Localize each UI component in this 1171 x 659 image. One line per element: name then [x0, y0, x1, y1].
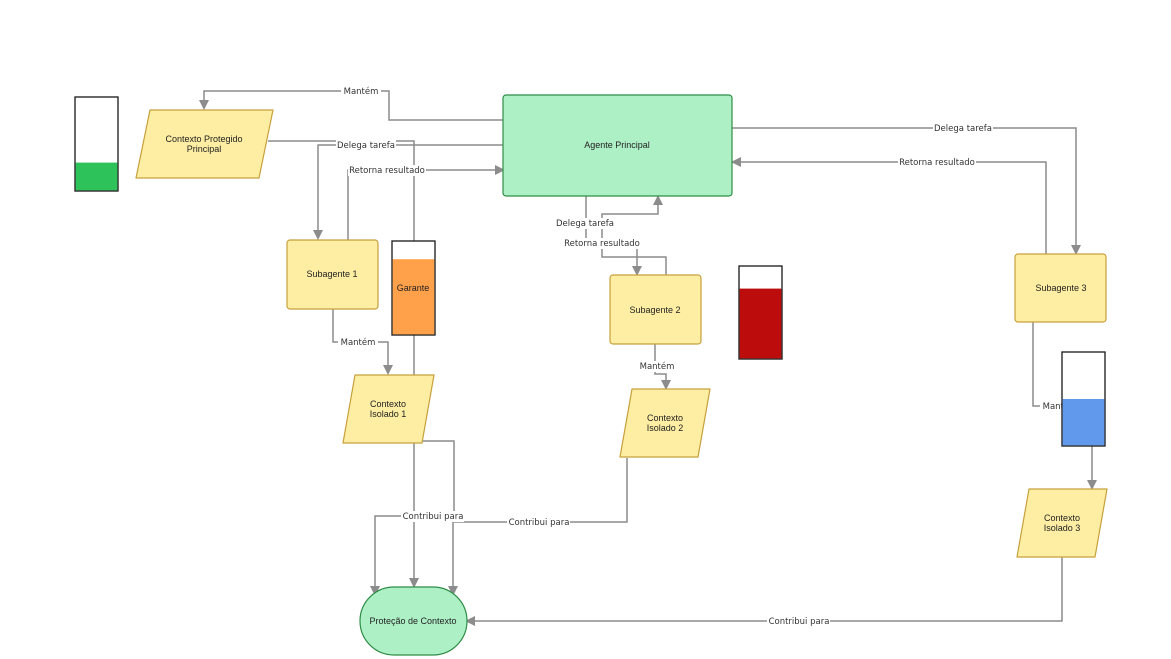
subagent-1-label: Subagente 1: [306, 269, 357, 279]
edge-label-maintains-ctx3: Mantém: [1043, 401, 1078, 412]
subagent-2-node[interactable]: Subagente 2: [609, 274, 702, 345]
edge-agent-delegates-sub2: [585, 196, 642, 276]
edge-label-returns-sub2: Retorna resultado: [564, 239, 640, 249]
ctx-isolated-3-label-line1: Contexto: [1044, 513, 1080, 523]
ctx-isolated-1-label-line2: Isolado 1: [370, 409, 407, 419]
edge-label-delegates-sub2: Delega tarefa: [556, 219, 614, 229]
edge-label-delegates-sub3: Delega tarefa: [934, 124, 992, 134]
gauge-sub2-fill: [739, 288, 782, 359]
gauge-main: [74, 96, 119, 192]
edge-label-contributes-ctx2: Contribui para: [509, 518, 570, 528]
edge-labels: Mantém Delega tarefa Retorna resultado D…: [336, 86, 1080, 627]
nodes: Agente Principal Contexto Protegido Prin…: [135, 94, 1108, 656]
edge-agent-maintains-ctx-main: [199, 90, 503, 121]
ctx-isolated-2-label-line1: Contexto: [647, 413, 683, 423]
ctx-isolated-3-label-line2: Isolado 3: [1044, 523, 1081, 533]
ctx-isolated-3-node[interactable]: Contexto Isolado 3: [1016, 488, 1108, 558]
gauge-sub2: [738, 265, 783, 360]
edge-sub2-maintains-ctx2: [654, 344, 671, 390]
gauge-guarantee-fill: [392, 259, 435, 335]
context-protection-label: Proteção de Contexto: [369, 616, 456, 626]
ctx-main-node[interactable]: Contexto Protegido Principal: [135, 109, 274, 179]
subagent-3-node[interactable]: Subagente 3: [1014, 253, 1107, 323]
context-protection-node[interactable]: Proteção de Contexto: [359, 586, 468, 656]
edge-label-contributes-ctx1: Contribui para: [403, 512, 464, 522]
gauge-guarantee: Garante: [391, 240, 436, 336]
edge-sub3-returns-agent: [731, 157, 1047, 254]
edge-label-maintains-ctx2: Mantém: [640, 361, 675, 372]
gauge-sub3-fill: [1062, 399, 1105, 446]
gauge-sub3: [1061, 351, 1106, 447]
ctx-isolated-1-label-line1: Contexto: [370, 399, 406, 409]
edge-ctx-main-contributes-protection: [268, 140, 419, 588]
agent-principal-node[interactable]: Agente Principal: [502, 94, 733, 197]
ctx-isolated-2-node[interactable]: Contexto Isolado 2: [619, 388, 711, 458]
ctx-main-label-line2: Principal: [187, 144, 222, 154]
edge-label-returns-sub3: Retorna resultado: [899, 158, 975, 168]
ctx-isolated-1-node[interactable]: Contexto Isolado 1: [342, 374, 435, 444]
edge-label-delegates-sub1: Delega tarefa: [337, 141, 395, 151]
edge-sub2-returns-agent: [601, 195, 667, 275]
edge-label-maintains-ctx1: Mantém: [341, 337, 376, 348]
edge-agent-delegates-sub3: [732, 127, 1081, 255]
edge-ctx3-contributes-protection: [465, 557, 1063, 626]
edge-sub1-returns-agent: [347, 165, 505, 240]
edge-label-contributes-ctx3: Contribui para: [769, 617, 830, 627]
gauge-guarantee-label: Garante: [397, 283, 430, 293]
ctx-main-label-line1: Contexto Protegido: [165, 134, 242, 144]
subagent-2-label: Subagente 2: [629, 305, 680, 315]
subagent-3-label: Subagente 3: [1035, 283, 1086, 293]
agent-principal-label: Agente Principal: [584, 140, 650, 150]
subagent-1-node[interactable]: Subagente 1: [286, 239, 379, 310]
ctx-isolated-2-label-line2: Isolado 2: [647, 423, 684, 433]
edge-label-maintains-ctx-main: Mantém: [344, 86, 379, 97]
gauges: Garante: [74, 96, 783, 360]
edge-agent-delegates-sub1: [313, 144, 503, 240]
edge-label-returns-sub1: Retorna resultado: [349, 166, 425, 176]
gauge-main-fill: [75, 162, 118, 191]
